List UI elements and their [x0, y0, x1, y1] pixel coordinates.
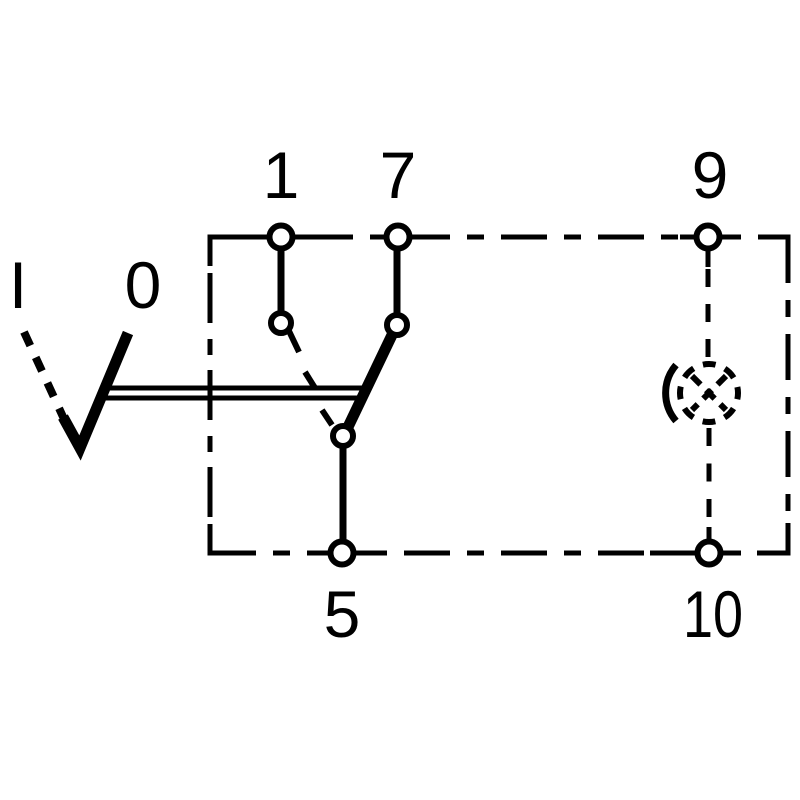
- contact-circle-7: [384, 312, 410, 338]
- housing-corner-top-left: [207, 234, 240, 266]
- terminal-7-label: 7: [380, 138, 417, 212]
- contact-circle-5: [330, 423, 356, 449]
- moving-contact-arm-closed: [343, 332, 397, 430]
- linkage-bar: [96, 385, 367, 401]
- position-i-label: I: [9, 248, 27, 322]
- housing-outline: [207, 234, 791, 556]
- branch-terminal-7-5: [319, 250, 410, 542]
- terminal-9-circle: [693, 222, 723, 252]
- lamp-icon: [662, 361, 741, 425]
- terminal-7-circle: [383, 222, 413, 252]
- terminal-10-label: 10: [683, 577, 743, 651]
- lever-position-0-solid: [58, 330, 134, 461]
- position-0-label: 0: [125, 248, 162, 322]
- contact-1-tail: [286, 329, 302, 354]
- lever-position-i-dashed: [20, 330, 68, 421]
- terminal-1-label: 1: [263, 138, 300, 212]
- lamp-left-arc: [662, 362, 679, 424]
- switch-lever-icon: [20, 330, 134, 461]
- terminal-10-circle: [694, 538, 724, 568]
- lamp-cross-diagonal-2: [689, 373, 729, 413]
- housing-corner-top-right: [758, 234, 791, 268]
- open-contact-tick-upper: [302, 370, 318, 390]
- open-contact-tick-lower: [319, 408, 335, 427]
- lamp-circle-dashed: [677, 361, 741, 425]
- terminal-9-label: 9: [692, 138, 729, 212]
- housing-corner-bottom-left: [207, 524, 240, 556]
- terminal-circles: [266, 222, 724, 568]
- branch-lamp-9-10: [662, 250, 741, 542]
- terminal-1-circle: [266, 222, 296, 252]
- housing-corner-bottom-right: [757, 523, 791, 556]
- contact-circle-1: [268, 310, 294, 336]
- terminal-5-label: 5: [324, 577, 361, 651]
- terminal-5-circle: [327, 538, 357, 568]
- branch-terminal-1: [268, 250, 318, 390]
- labels: 1 7 9 5 10 I 0: [9, 138, 743, 651]
